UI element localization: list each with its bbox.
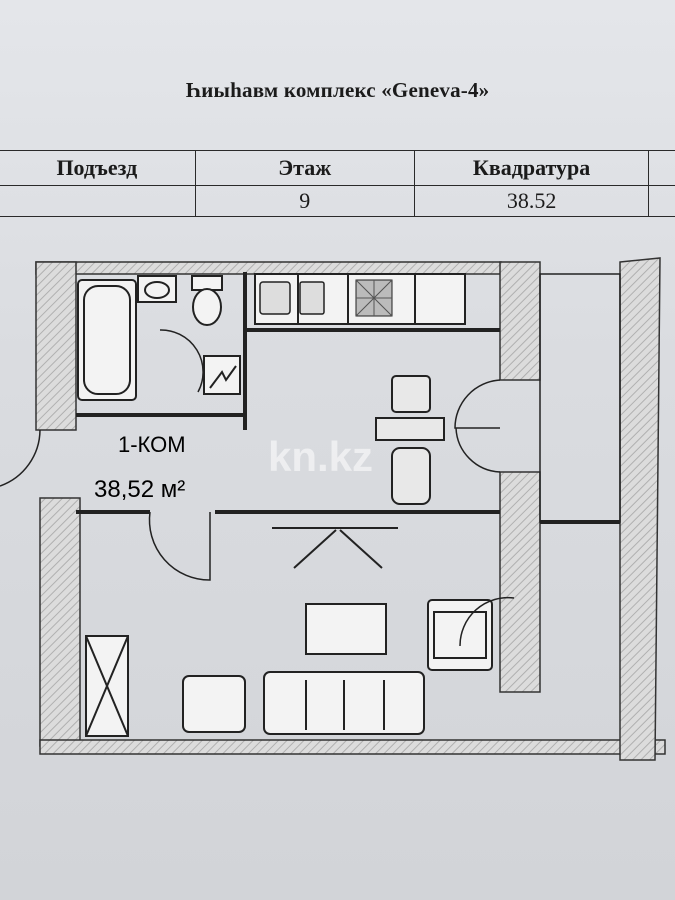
- header-area: Квадратура: [413, 150, 650, 186]
- stove-icon: [355, 279, 393, 317]
- apartment-type-label: 1-КОМ: [118, 432, 186, 457]
- entrance-door-swing: [148, 511, 211, 581]
- table-header-row: Подъезд Этаж Квадратура: [0, 150, 675, 186]
- front-door-swing: [0, 429, 41, 487]
- dining-table-icon: [375, 375, 445, 505]
- bathtub-icon: [77, 279, 137, 401]
- total-area-label: 38,52 м²: [94, 476, 185, 503]
- side-room: [539, 273, 621, 523]
- armchair-icon: [427, 599, 493, 671]
- header-extra: [648, 150, 675, 186]
- sink-icon: [137, 275, 177, 303]
- wardrobe-icon: [85, 635, 129, 737]
- bathroom-door-swing: [159, 329, 204, 393]
- outer-walls: [35, 257, 666, 761]
- kitchen-sink-icon: [259, 281, 325, 315]
- ventilation-shaft-icon: [203, 355, 241, 395]
- sofa-icon: [182, 671, 425, 735]
- toilet-icon: [191, 275, 223, 326]
- tv-stand-icon: [272, 527, 398, 569]
- header-entrance: Подъезд: [0, 150, 196, 186]
- header-floor: Этаж: [194, 150, 415, 186]
- coffee-table-icon: [305, 603, 387, 655]
- side-room-door-swing: [455, 427, 501, 473]
- living-door-swing: [459, 596, 515, 647]
- page-title: Һиыһавм комплекс «Geneva-4»: [185, 78, 490, 102]
- floor-plan: 1-КОМ 38,52 м²: [0, 257, 666, 761]
- cell-entrance: [0, 185, 196, 217]
- cell-extra: [648, 185, 675, 217]
- watermark: kn.kz: [268, 433, 374, 480]
- table-row: 9 38.52: [0, 185, 675, 217]
- cell-floor: 9: [194, 185, 415, 217]
- kitchen-door-swing: [454, 379, 501, 429]
- apartment-info-table: Подъезд Этаж Квадратура 9 38.52: [0, 150, 675, 217]
- cell-area: 38.52: [413, 185, 650, 217]
